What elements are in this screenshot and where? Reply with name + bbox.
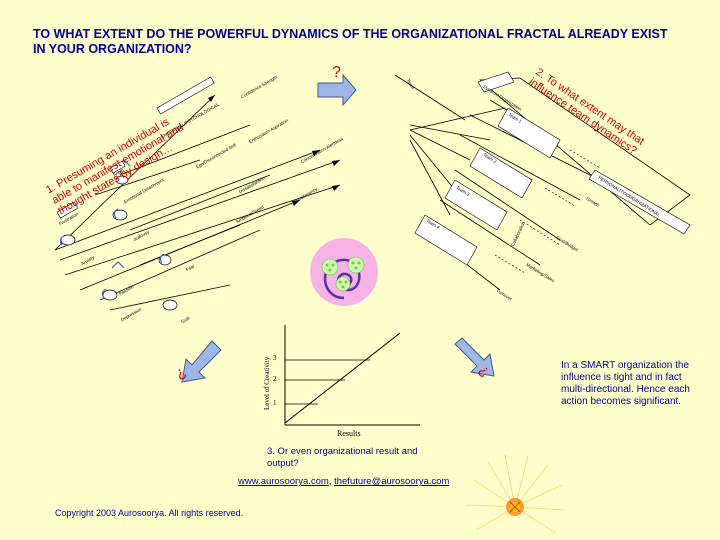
- link-separator: ,: [328, 476, 335, 487]
- smart-organization-note: In a SMART organization the influence is…: [561, 360, 690, 407]
- graph-tick-3: 3: [273, 354, 277, 362]
- website-link[interactable]: www.aurosoorya.com: [238, 476, 329, 487]
- top-arrow: [317, 73, 357, 107]
- left-arrow: [181, 340, 222, 383]
- graph-ylabel: Level of Creativity: [263, 356, 271, 410]
- fractal-emblem: [310, 238, 378, 306]
- point-3-text: 3. Or even organizational result and out…: [267, 446, 418, 469]
- creativity-graph: [284, 325, 420, 426]
- top-question-mark: ?: [332, 64, 341, 81]
- contact-links: www.aurosoorya.com, thefuture@aurosoorya…: [238, 476, 449, 487]
- left-figures: [60, 175, 178, 311]
- graph-tick-1: 1: [273, 399, 277, 407]
- email-link[interactable]: thefuture@aurosoorya.com: [334, 476, 450, 487]
- sun-icon: [465, 454, 567, 534]
- right-arrow: [454, 337, 495, 377]
- graph-tick-2: 2: [273, 375, 277, 383]
- right-fractal-diagram: [394, 74, 691, 291]
- page-title: TO WHAT EXTENT DO THE POWERFUL DYNAMICS …: [33, 27, 668, 56]
- left-fractal-diagram: [54, 94, 341, 311]
- graph-xlabel: Results: [337, 429, 361, 438]
- copyright-text: Copyright 2003 Aurosoorya. All rights re…: [55, 508, 244, 518]
